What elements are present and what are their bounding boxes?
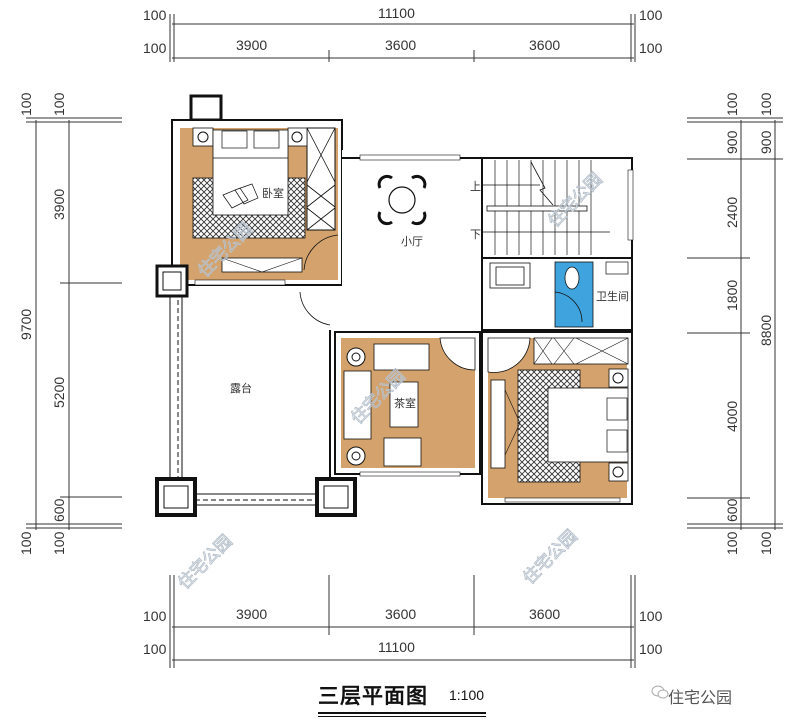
dim-bottom-inner-right: 100	[639, 608, 663, 624]
stairs-up-label: 上	[470, 180, 481, 193]
watermark: 住宅公园	[174, 531, 236, 593]
dim-bottom-outer-total: 11100	[378, 639, 415, 655]
terrace: 露台	[155, 264, 357, 517]
small-hall-label: 小厅	[401, 235, 423, 248]
dim-bottom-inner-left: 100	[143, 608, 167, 624]
dim-left-seg-3: 600	[51, 498, 67, 522]
dim-bottom-outer-right: 100	[639, 641, 663, 657]
dim-top-seg-2: 3600	[385, 37, 416, 53]
watermark: 住宅公园	[519, 526, 581, 588]
dim-bottom-outer-left: 100	[143, 641, 167, 657]
wechat-icon	[651, 685, 669, 699]
tea-room: 茶室	[334, 331, 481, 477]
small-hall: 小厅	[342, 150, 482, 330]
bathroom: 卫生间	[481, 257, 633, 331]
bedroom-1-label: 卧室	[262, 186, 284, 200]
dim-right-seg-2: 2400	[724, 197, 740, 228]
dim-top-inner-right: 100	[639, 40, 663, 56]
stairs-down-label: 下	[470, 228, 481, 241]
dim-left-outer-total: 9700	[18, 309, 34, 340]
dim-top-seg-3: 3600	[529, 37, 560, 53]
dim-right-outer-top: 100	[758, 92, 774, 116]
bedroom-1: 卧室	[171, 119, 343, 286]
dimension-lines	[26, 14, 783, 668]
drawing-title: 三层平面图	[318, 684, 428, 708]
staircase: 上 下	[470, 157, 634, 259]
dim-bottom-seg-3: 3600	[529, 606, 560, 622]
dim-bottom-seg-1: 3900	[236, 606, 267, 622]
dim-right-inner-bottom: 100	[724, 531, 740, 555]
dim-left-inner-bottom: 100	[51, 531, 67, 555]
bathroom-label: 卫生间	[596, 289, 629, 303]
dim-right-seg-4: 4000	[724, 401, 740, 432]
dim-top-outer-left: 100	[143, 7, 167, 23]
dim-right-inner-top: 100	[724, 92, 740, 116]
chimney	[189, 94, 223, 122]
dim-right-outer-first: 900	[758, 130, 774, 154]
dim-left-outer-top: 100	[18, 92, 34, 116]
dim-left-outer-bottom: 100	[18, 531, 34, 555]
title-underline	[318, 716, 486, 717]
brand-name: 住宅公园	[668, 688, 733, 707]
drawing-scale: 1:100	[449, 687, 485, 703]
dim-left-inner-top: 100	[51, 92, 67, 116]
tea-room-label: 茶室	[394, 396, 416, 410]
door-bedroom-1	[303, 234, 339, 271]
dim-right-seg-3: 1800	[724, 280, 740, 311]
dim-top-outer-right: 100	[639, 7, 663, 23]
dim-top-seg-1: 3900	[236, 37, 267, 53]
dim-right-outer-bottom: 100	[758, 531, 774, 555]
bedroom-2	[481, 331, 633, 505]
dim-bottom-seg-2: 3600	[385, 606, 416, 622]
title-underline	[318, 712, 486, 714]
terrace-label: 露台	[230, 381, 252, 395]
dim-left-seg-1: 3900	[51, 189, 67, 220]
dim-top-outer-total: 11100	[378, 5, 415, 21]
dim-right-seg-5: 600	[724, 498, 740, 522]
dim-right-outer-total: 8800	[758, 315, 774, 346]
dim-right-seg-1: 900	[724, 130, 740, 154]
dim-left-seg-2: 5200	[51, 377, 67, 408]
terrace-columns	[155, 264, 357, 517]
dim-top-inner-left: 100	[143, 40, 167, 56]
